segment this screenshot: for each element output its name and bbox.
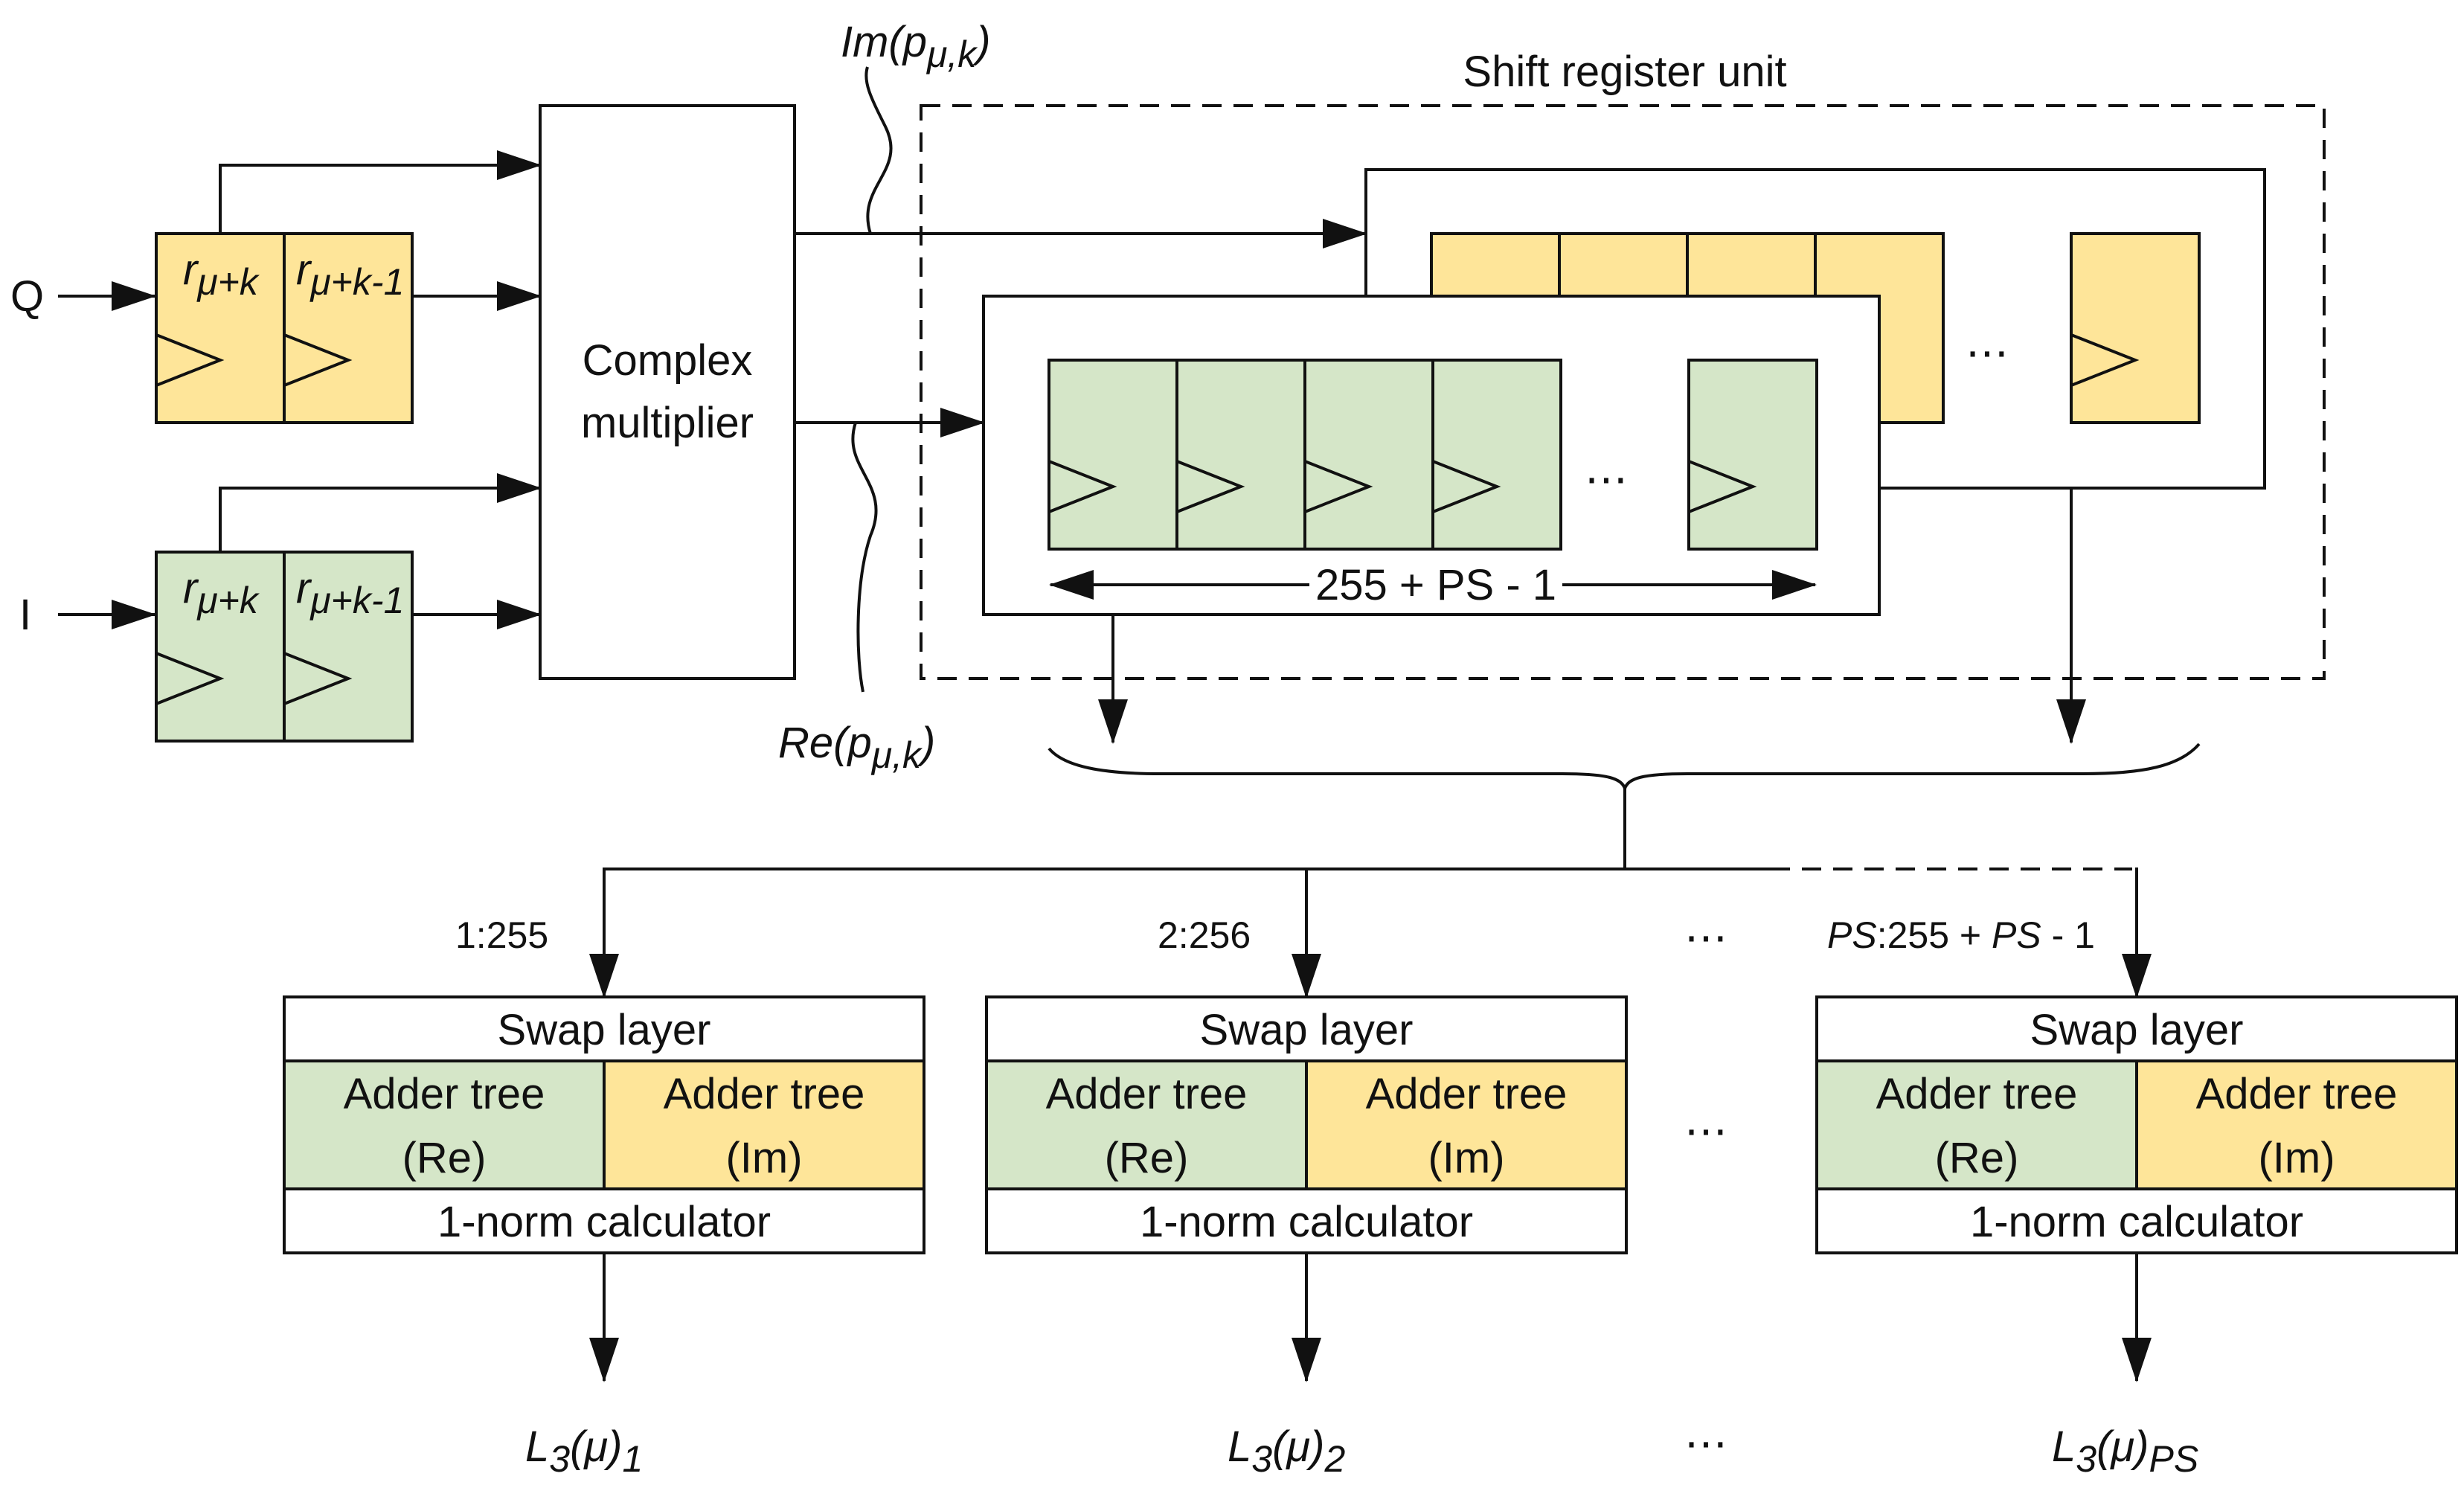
- input-q-group: Q rμ+k rμ+k-1: [10, 150, 542, 424]
- processing-block-2: Swap layer Adder tree (Re) Adder tree (I…: [985, 995, 1628, 1480]
- i-register-1-clock: [155, 652, 225, 705]
- i-register-1-label: rμ+k: [183, 564, 260, 621]
- i-register-2: [283, 551, 414, 743]
- re-signal-leader: [851, 422, 878, 693]
- complex-multiplier-line1: Complex: [583, 336, 753, 385]
- adder-tree-re-ps-line1: Adder tree: [1876, 1070, 2078, 1118]
- complex-multiplier-box: [539, 104, 796, 680]
- adder-tree-im-2-line1: Adder tree: [1366, 1070, 1568, 1118]
- complex-multiplier: Complex multiplier: [539, 104, 796, 680]
- norm-calc-ps: [1815, 1187, 2458, 1254]
- output-1-label: L3(μ)1: [525, 1423, 643, 1480]
- adder-tree-re-2-line1: Adder tree: [1046, 1070, 1248, 1118]
- q-register-1-clock: [155, 333, 225, 387]
- adder-tree-re-1-line1: Adder tree: [344, 1070, 545, 1118]
- branch-ellipsis: ⋯: [1684, 914, 1727, 962]
- adder-tree-im-ps-line1: Adder tree: [2196, 1070, 2398, 1118]
- shift-register-unit-title: Shift register unit: [1463, 48, 1786, 96]
- q-register-2-clock: [283, 333, 353, 387]
- norm-calc-2-label: 1-norm calculator: [1140, 1198, 1473, 1246]
- outputs-ellipsis: ⋯: [1684, 1420, 1727, 1468]
- swap-layer-2: [985, 995, 1628, 1062]
- norm-calc-2: [985, 1187, 1628, 1254]
- re-cell-2-clock: [1176, 460, 1245, 513]
- adder-tree-re-ps-line2: (Re): [1935, 1134, 2019, 1182]
- adder-tree-im-2: [1305, 1059, 1628, 1190]
- q-register-2-label: rμ+k-1: [296, 246, 404, 303]
- adder-tree-im-1: [603, 1059, 925, 1190]
- swap-layer-1-label: Swap layer: [498, 1006, 711, 1054]
- im-cell-last: [2070, 232, 2201, 424]
- q-tap-arrow: [219, 150, 542, 234]
- input-q-label: Q: [10, 272, 44, 321]
- input-i-label: I: [19, 591, 31, 639]
- re-cell-last: [1687, 359, 1818, 551]
- adder-tree-im-1-line1: Adder tree: [664, 1070, 865, 1118]
- adder-tree-re-ps: [1815, 1059, 2138, 1190]
- q-register-2: [283, 232, 414, 424]
- re-cell-1: [1047, 359, 1178, 551]
- processing-block-ps: Swap layer Adder tree (Re) Adder tree (I…: [1815, 995, 2458, 1480]
- re-cell-1-clock: [1048, 460, 1117, 513]
- shift-register-unit-border: [920, 104, 2326, 680]
- swap-layer-2-label: Swap layer: [1200, 1006, 1414, 1054]
- output-brace: [1047, 743, 2201, 795]
- adder-tree-im-2-line2: (Im): [1428, 1134, 1504, 1182]
- adder-tree-re-2: [985, 1059, 1308, 1190]
- re-cell-4: [1431, 359, 1562, 551]
- adder-tree-re-2-line2: (Re): [1105, 1134, 1189, 1182]
- norm-calc-1: [283, 1187, 925, 1254]
- re-cell-2: [1175, 359, 1306, 551]
- re-cell-3: [1303, 359, 1434, 551]
- adder-tree-im-1-line2: (Im): [725, 1134, 802, 1182]
- i-register-2-clock: [283, 652, 353, 705]
- complex-multiplier-line2: multiplier: [581, 399, 754, 447]
- input-i-group: I rμ+k rμ+k-1: [19, 473, 542, 743]
- swap-layer-ps-label: Swap layer: [2030, 1006, 2244, 1054]
- adder-tree-im-ps-line2: (Im): [2258, 1134, 2335, 1182]
- re-cells-ellipsis: ⋯: [1585, 455, 1628, 504]
- im-cell-last-clock: [2070, 333, 2140, 387]
- im-cells-ellipsis: ⋯: [1966, 329, 2009, 377]
- blocks-ellipsis: ⋯: [1684, 1107, 1727, 1155]
- i-register-1: [155, 551, 286, 743]
- processing-block-1: Swap layer Adder tree (Re) Adder tree (I…: [283, 995, 925, 1480]
- i-tap-arrow: [219, 473, 542, 552]
- shift-register-unit: Shift register unit ⋯ ⋯ 255 + PS - 1: [920, 48, 2326, 744]
- swap-layer-ps: [1815, 995, 2458, 1062]
- branch-2-range: 2:256: [1158, 914, 1251, 956]
- im-signal-label: Im(pμ,k): [841, 18, 991, 75]
- norm-calc-1-label: 1-norm calculator: [437, 1198, 771, 1246]
- re-signal-label: Re(pμ,k): [778, 719, 935, 776]
- re-cell-3-clock: [1304, 460, 1373, 513]
- re-cell-last-clock: [1688, 460, 1757, 513]
- im-signal-leader: [864, 66, 893, 234]
- adder-tree-re-1-line2: (Re): [402, 1134, 487, 1182]
- length-label: 255 + PS - 1: [1315, 561, 1556, 609]
- i-register-2-label: rμ+k-1: [296, 564, 404, 621]
- branch-ps-range: PS:255 + PS - 1: [1827, 914, 2095, 956]
- branch-1-range: 1:255: [455, 914, 548, 956]
- adder-tree-re-1: [283, 1059, 606, 1190]
- norm-calc-ps-label: 1-norm calculator: [1970, 1198, 2303, 1246]
- q-register-1-label: rμ+k: [183, 246, 260, 303]
- output-ps-label: L3(μ)PS: [2052, 1423, 2198, 1480]
- swap-layer-1: [283, 995, 925, 1062]
- output-2-label: L3(μ)2: [1228, 1423, 1345, 1480]
- re-cell-4-clock: [1432, 460, 1501, 513]
